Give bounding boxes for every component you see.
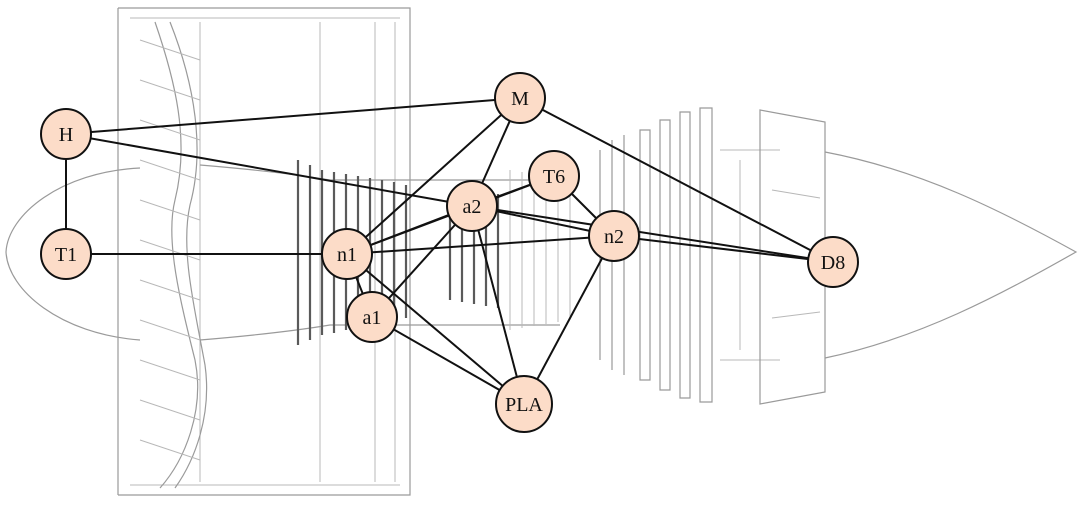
- node-n2: n2: [588, 210, 640, 262]
- edge-a2-d8: [471, 205, 834, 263]
- node-label-a2: a2: [463, 196, 482, 218]
- edge-n1-pla: [346, 253, 525, 405]
- node-a2: a2: [446, 180, 498, 232]
- nacelle-inner-lines: [130, 17, 400, 486]
- node-label-n2: n2: [604, 226, 624, 248]
- node-circle-m: [494, 72, 546, 124]
- node-label-h: H: [59, 124, 73, 146]
- node-h: H: [40, 108, 92, 160]
- node-label-m: M: [511, 88, 529, 110]
- node-label-t1: T1: [55, 244, 77, 266]
- node-circle-t1: [40, 228, 92, 280]
- edge-n2-d8: [613, 235, 834, 263]
- edge-h-m: [65, 97, 521, 135]
- edge-n1-n2: [346, 235, 615, 255]
- node-label-n1: n1: [337, 244, 357, 266]
- spinner-nose: [5, 167, 141, 341]
- node-circle-pla: [495, 375, 553, 433]
- edge-h-a2: [65, 133, 473, 207]
- node-circle-d8: [807, 236, 859, 288]
- node-circle-n1: [321, 228, 373, 280]
- node-circle-t6: [528, 150, 580, 202]
- node-n1: n1: [321, 228, 373, 280]
- edge-a1-pla: [371, 316, 525, 405]
- node-label-a1: a1: [363, 307, 382, 329]
- turbofan-engine-illustration: [5, 7, 1078, 496]
- edge-m-d8: [519, 97, 834, 263]
- node-circle-n2: [588, 210, 640, 262]
- node-a1: a1: [346, 291, 398, 343]
- exhaust-nozzle: [759, 109, 1078, 405]
- high-pressure-section: [448, 170, 571, 330]
- casing-ribs: [199, 22, 396, 482]
- edge-m-n1: [346, 97, 521, 255]
- node-label-t6: T6: [543, 166, 565, 188]
- node-label-pla: PLA: [505, 394, 543, 416]
- node-t1: T1: [40, 228, 92, 280]
- node-d8: D8: [807, 236, 859, 288]
- fan-blades: [139, 21, 208, 489]
- node-pla: PLA: [495, 375, 553, 433]
- node-t6: T6: [528, 150, 580, 202]
- node-circle-h: [40, 108, 92, 160]
- node-m: M: [494, 72, 546, 124]
- edge-n2-pla: [523, 235, 615, 405]
- exhaust-cone: [824, 151, 1078, 359]
- node-label-d8: D8: [821, 252, 845, 274]
- nacelle-casing: [117, 7, 411, 496]
- node-circle-a1: [346, 291, 398, 343]
- edge-a2-pla: [471, 205, 525, 405]
- node-circle-a2: [446, 180, 498, 232]
- core-lower-line: [199, 324, 560, 341]
